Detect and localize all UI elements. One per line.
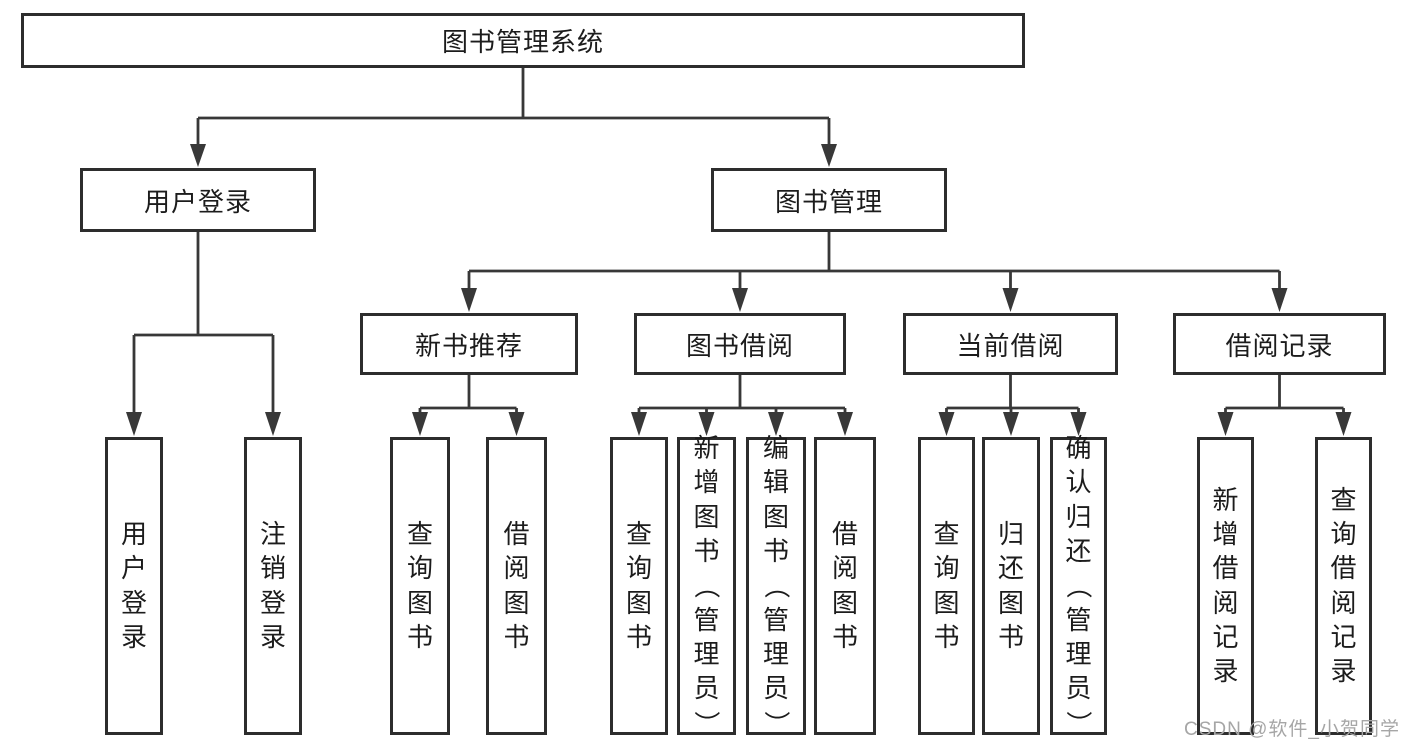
node-leaf-query-borrow-record: 查询借阅记录	[1315, 437, 1372, 735]
node-leaf-user-login: 用户登录	[105, 437, 163, 735]
node-book-borrow: 图书借阅	[634, 313, 846, 375]
node-label: 归还图书	[997, 518, 1024, 652]
node-leaf-query-books-recommend: 查询图书	[390, 437, 450, 735]
node-user-login: 用户登录	[80, 168, 316, 232]
node-label: 查询图书	[933, 518, 960, 652]
node-label: 用户登录	[120, 518, 147, 652]
node-label: 借阅图书	[831, 518, 858, 652]
node-label: 确认归还（管理员）	[1064, 433, 1095, 737]
node-label: 图书管理	[774, 186, 883, 217]
node-label: 用户登录	[143, 186, 252, 217]
node-leaf-confirm-return-admin: 确认归还（管理员）	[1050, 433, 1107, 737]
node-label: 图书借阅	[685, 330, 794, 361]
watermark: CSDN @软件_小贺同学	[1184, 719, 1400, 740]
node-leaf-borrow-books: 借阅图书	[814, 437, 876, 735]
node-label: 借阅记录	[1225, 330, 1334, 361]
node-leaf-query-books-current: 查询图书	[918, 437, 975, 735]
node-label: 注销登录	[259, 518, 286, 652]
node-label: 图书管理系统	[441, 27, 604, 57]
node-leaf-return-books: 归还图书	[982, 437, 1040, 735]
node-label: 查询图书	[625, 518, 652, 652]
node-leaf-edit-books-admin: 编辑图书（管理员）	[746, 433, 806, 737]
node-label: 新书推荐	[414, 330, 523, 361]
node-label: 编辑图书（管理员）	[761, 433, 792, 737]
node-label: 借阅图书	[503, 518, 530, 652]
node-label: 新增借阅记录	[1212, 484, 1239, 687]
node-current-borrow: 当前借阅	[903, 313, 1118, 375]
node-root: 图书管理系统	[21, 13, 1025, 68]
node-leaf-borrow-books-recommend: 借阅图书	[486, 437, 547, 735]
node-label: 新增图书（管理员）	[692, 433, 723, 737]
node-leaf-add-books-admin: 新增图书（管理员）	[677, 433, 736, 737]
node-label: 查询图书	[406, 518, 433, 652]
node-label: 当前借阅	[956, 330, 1065, 361]
node-leaf-add-borrow-record: 新增借阅记录	[1197, 437, 1254, 735]
node-leaf-logout: 注销登录	[244, 437, 302, 735]
node-new-book-recommend: 新书推荐	[360, 313, 578, 375]
node-label: 查询借阅记录	[1330, 484, 1357, 687]
node-book-management: 图书管理	[711, 168, 947, 232]
node-leaf-query-books-borrow: 查询图书	[610, 437, 668, 735]
node-borrow-records: 借阅记录	[1173, 313, 1386, 375]
